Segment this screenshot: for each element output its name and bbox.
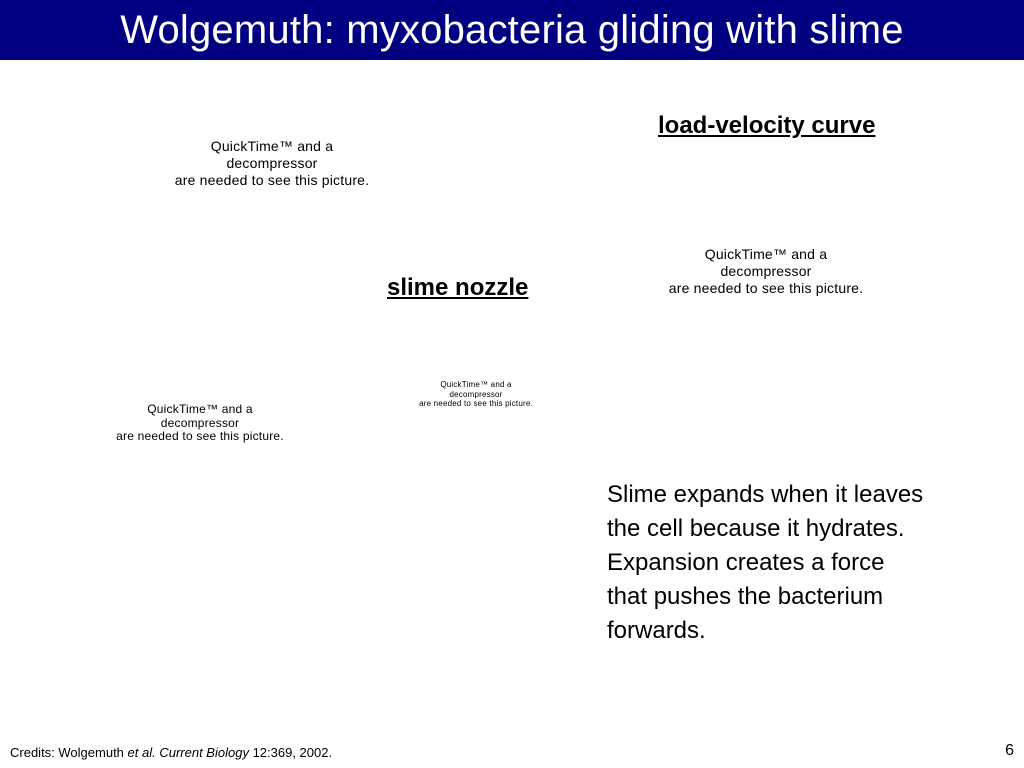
slide-title: Wolgemuth: myxobacteria gliding with sli… — [120, 7, 904, 52]
placeholder-line: are needed to see this picture. — [174, 172, 370, 188]
quicktime-placeholder-right: QuickTime™ and a decompressor are needed… — [636, 246, 896, 297]
slime-explanation-text: Slime expands when it leaves the cell be… — [607, 478, 1007, 648]
body-line: forwards. — [607, 617, 706, 644]
load-velocity-heading: load-velocity curve — [658, 112, 876, 139]
body-line: Slime expands when it leaves — [607, 481, 924, 508]
placeholder-line: decompressor — [720, 263, 812, 279]
placeholder-line: QuickTime™ and a — [147, 402, 253, 416]
quicktime-placeholder-bottom-left: QuickTime™ and a decompressor are needed… — [100, 402, 300, 444]
placeholder-line: decompressor — [160, 415, 240, 430]
body-line: Expansion creates a force — [607, 549, 885, 576]
page-number: 6 — [1005, 742, 1014, 759]
placeholder-line: are needed to see this picture. — [116, 429, 284, 443]
placeholder-line: QuickTime™ and a — [704, 246, 828, 262]
placeholder-line: decompressor — [449, 389, 503, 399]
credits-prefix: Credits: Wolgemuth — [10, 745, 128, 760]
quicktime-placeholder-small-center: QuickTime™ and a decompressor are needed… — [398, 380, 554, 409]
slime-nozzle-heading: slime nozzle — [387, 274, 529, 301]
placeholder-line: QuickTime™ and a — [440, 380, 512, 389]
body-line: that pushes the bacterium — [607, 583, 884, 610]
placeholder-line: are needed to see this picture. — [419, 399, 533, 408]
credits: Credits: Wolgemuth et al. Current Biolog… — [10, 745, 332, 760]
title-bar: Wolgemuth: myxobacteria gliding with sli… — [0, 0, 1024, 60]
placeholder-line: decompressor — [226, 155, 318, 171]
credits-citation: 12:369, 2002. — [248, 745, 333, 760]
placeholder-line: QuickTime™ and a — [210, 138, 334, 154]
credits-journal: Current Biology — [159, 745, 249, 760]
body-line: the cell because it hydrates. — [607, 515, 905, 542]
credits-etal: et al. — [127, 745, 156, 760]
placeholder-line: are needed to see this picture. — [668, 280, 864, 296]
quicktime-placeholder-top-left: QuickTime™ and a decompressor are needed… — [142, 138, 402, 189]
